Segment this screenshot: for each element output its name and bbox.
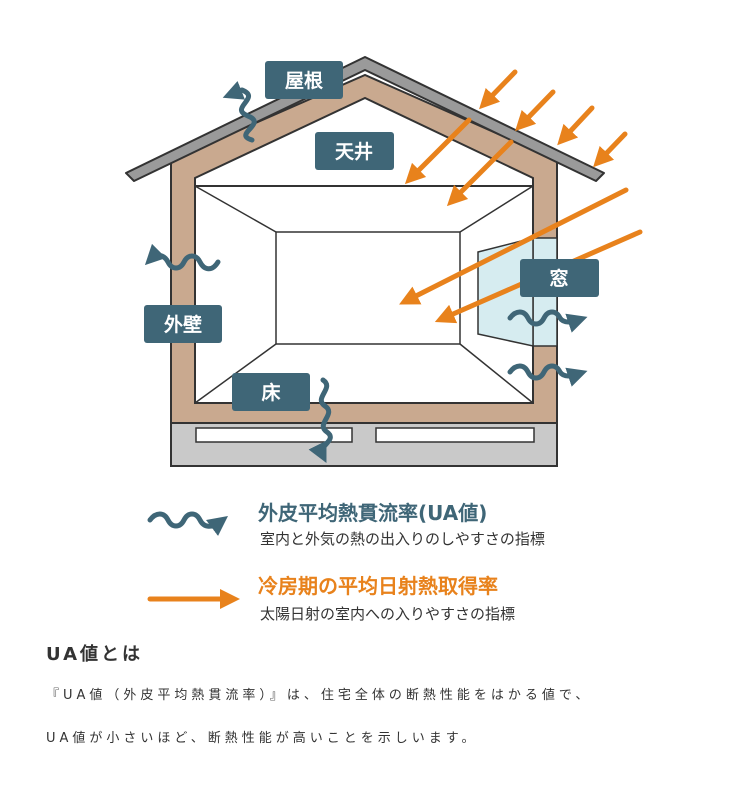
solar-arrow bbox=[593, 131, 628, 168]
foundation bbox=[170, 422, 558, 467]
label-floor: 床 bbox=[232, 373, 310, 411]
svg-text:窓: 窓 bbox=[549, 267, 568, 290]
wavy-arrow-icon bbox=[144, 243, 221, 272]
label-ceiling: 天井 bbox=[315, 132, 394, 170]
svg-text:天井: 天井 bbox=[335, 141, 373, 163]
solar-arrow bbox=[479, 69, 518, 110]
solar-arrow bbox=[557, 105, 595, 146]
svg-text:床: 床 bbox=[261, 381, 280, 404]
wavy-arrow-icon bbox=[147, 511, 229, 536]
label-roof: 屋根 bbox=[265, 61, 343, 99]
solar-arrow bbox=[515, 89, 556, 132]
wavy-arrow-icon bbox=[308, 377, 333, 463]
wavy-arrow-icon bbox=[507, 363, 588, 387]
wavy-arrow-icon bbox=[222, 81, 257, 143]
heat-flow-arrows bbox=[144, 81, 588, 463]
svg-text:屋根: 屋根 bbox=[285, 69, 323, 92]
svg-text:外壁: 外壁 bbox=[164, 313, 202, 336]
solar-arrow bbox=[399, 187, 629, 305]
label-window: 窓 bbox=[520, 259, 599, 297]
roof bbox=[125, 56, 605, 182]
solar-arrow bbox=[446, 139, 514, 207]
solar-arrow bbox=[404, 117, 472, 185]
wavy-arrow-icon bbox=[507, 309, 588, 333]
label-wall: 外壁 bbox=[144, 305, 222, 343]
